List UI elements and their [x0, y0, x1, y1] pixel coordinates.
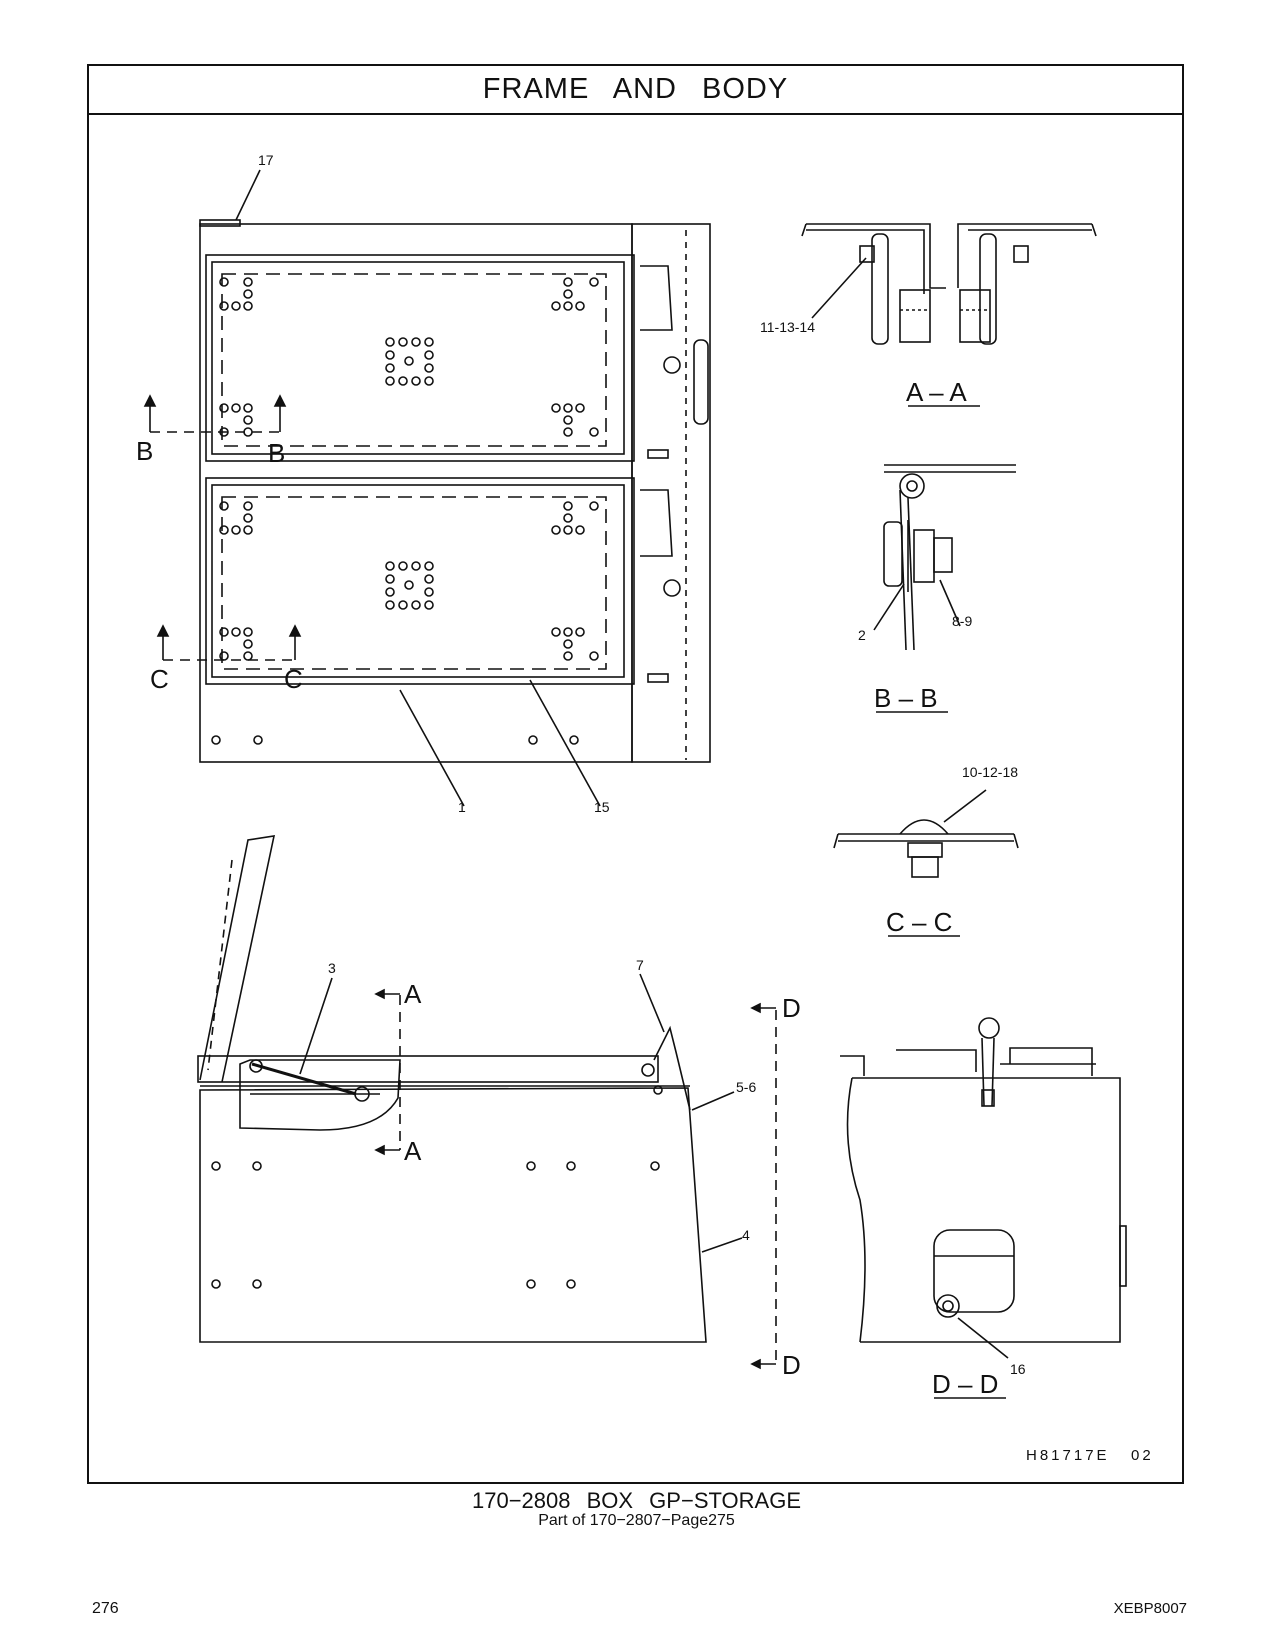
section-title-d-d: D – D — [932, 1369, 998, 1399]
section-b-b-drawing — [883, 464, 1016, 651]
callout-7: 7 — [636, 957, 644, 973]
callout-8-9: 8-9 — [952, 613, 972, 629]
section-title-b-b: B – B — [874, 683, 938, 713]
section-d-d-drawing — [840, 1017, 1127, 1343]
callout-3: 3 — [328, 960, 336, 976]
callout-1: 1 — [458, 799, 466, 815]
section-marker-d-top: D — [782, 993, 801, 1023]
section-b-markers — [143, 394, 287, 433]
section-marker-a-top: A — [404, 979, 422, 1009]
section-marker-b-right: B — [268, 438, 285, 468]
document-code: XEBP8007 — [1113, 1600, 1187, 1617]
callout-4: 4 — [742, 1227, 750, 1243]
callout-17: 17 — [258, 152, 274, 168]
top-view-box — [199, 219, 711, 763]
diagram-frame: FRAME AND BODY — [87, 64, 1184, 1484]
part-of-reference: Part of 170−2807−Page275 — [538, 1512, 735, 1529]
page-number: 276 — [92, 1600, 119, 1617]
callout-15: 15 — [594, 799, 610, 815]
section-title-a-a: A – A — [906, 377, 967, 407]
callout-2: 2 — [858, 627, 866, 643]
section-marker-b-left: B — [136, 436, 153, 466]
callout-11-13-14: 11-13-14 — [760, 319, 815, 335]
part-title: 170−2808 BOX GP−STORAGE — [472, 1488, 801, 1513]
callout-16: 16 — [1010, 1361, 1026, 1377]
section-a-a-drawing — [801, 223, 1097, 345]
illustration-code: H81717E 02 — [1026, 1447, 1154, 1464]
callout-10-12-18: 10-12-18 — [962, 764, 1018, 780]
section-title-c-c: C – C — [886, 907, 952, 937]
bolt-patterns — [219, 277, 599, 661]
section-marker-c-right: C — [284, 664, 303, 694]
side-view-box — [197, 835, 707, 1343]
section-marker-d-bottom: D — [782, 1350, 801, 1380]
section-c-c-drawing — [833, 819, 1019, 878]
section-c-markers — [156, 624, 302, 661]
callout-5-6: 5-6 — [736, 1079, 756, 1095]
page-title: FRAME AND BODY — [89, 66, 1182, 115]
section-marker-c-left: C — [150, 664, 169, 694]
section-marker-a-bottom: A — [404, 1136, 422, 1166]
